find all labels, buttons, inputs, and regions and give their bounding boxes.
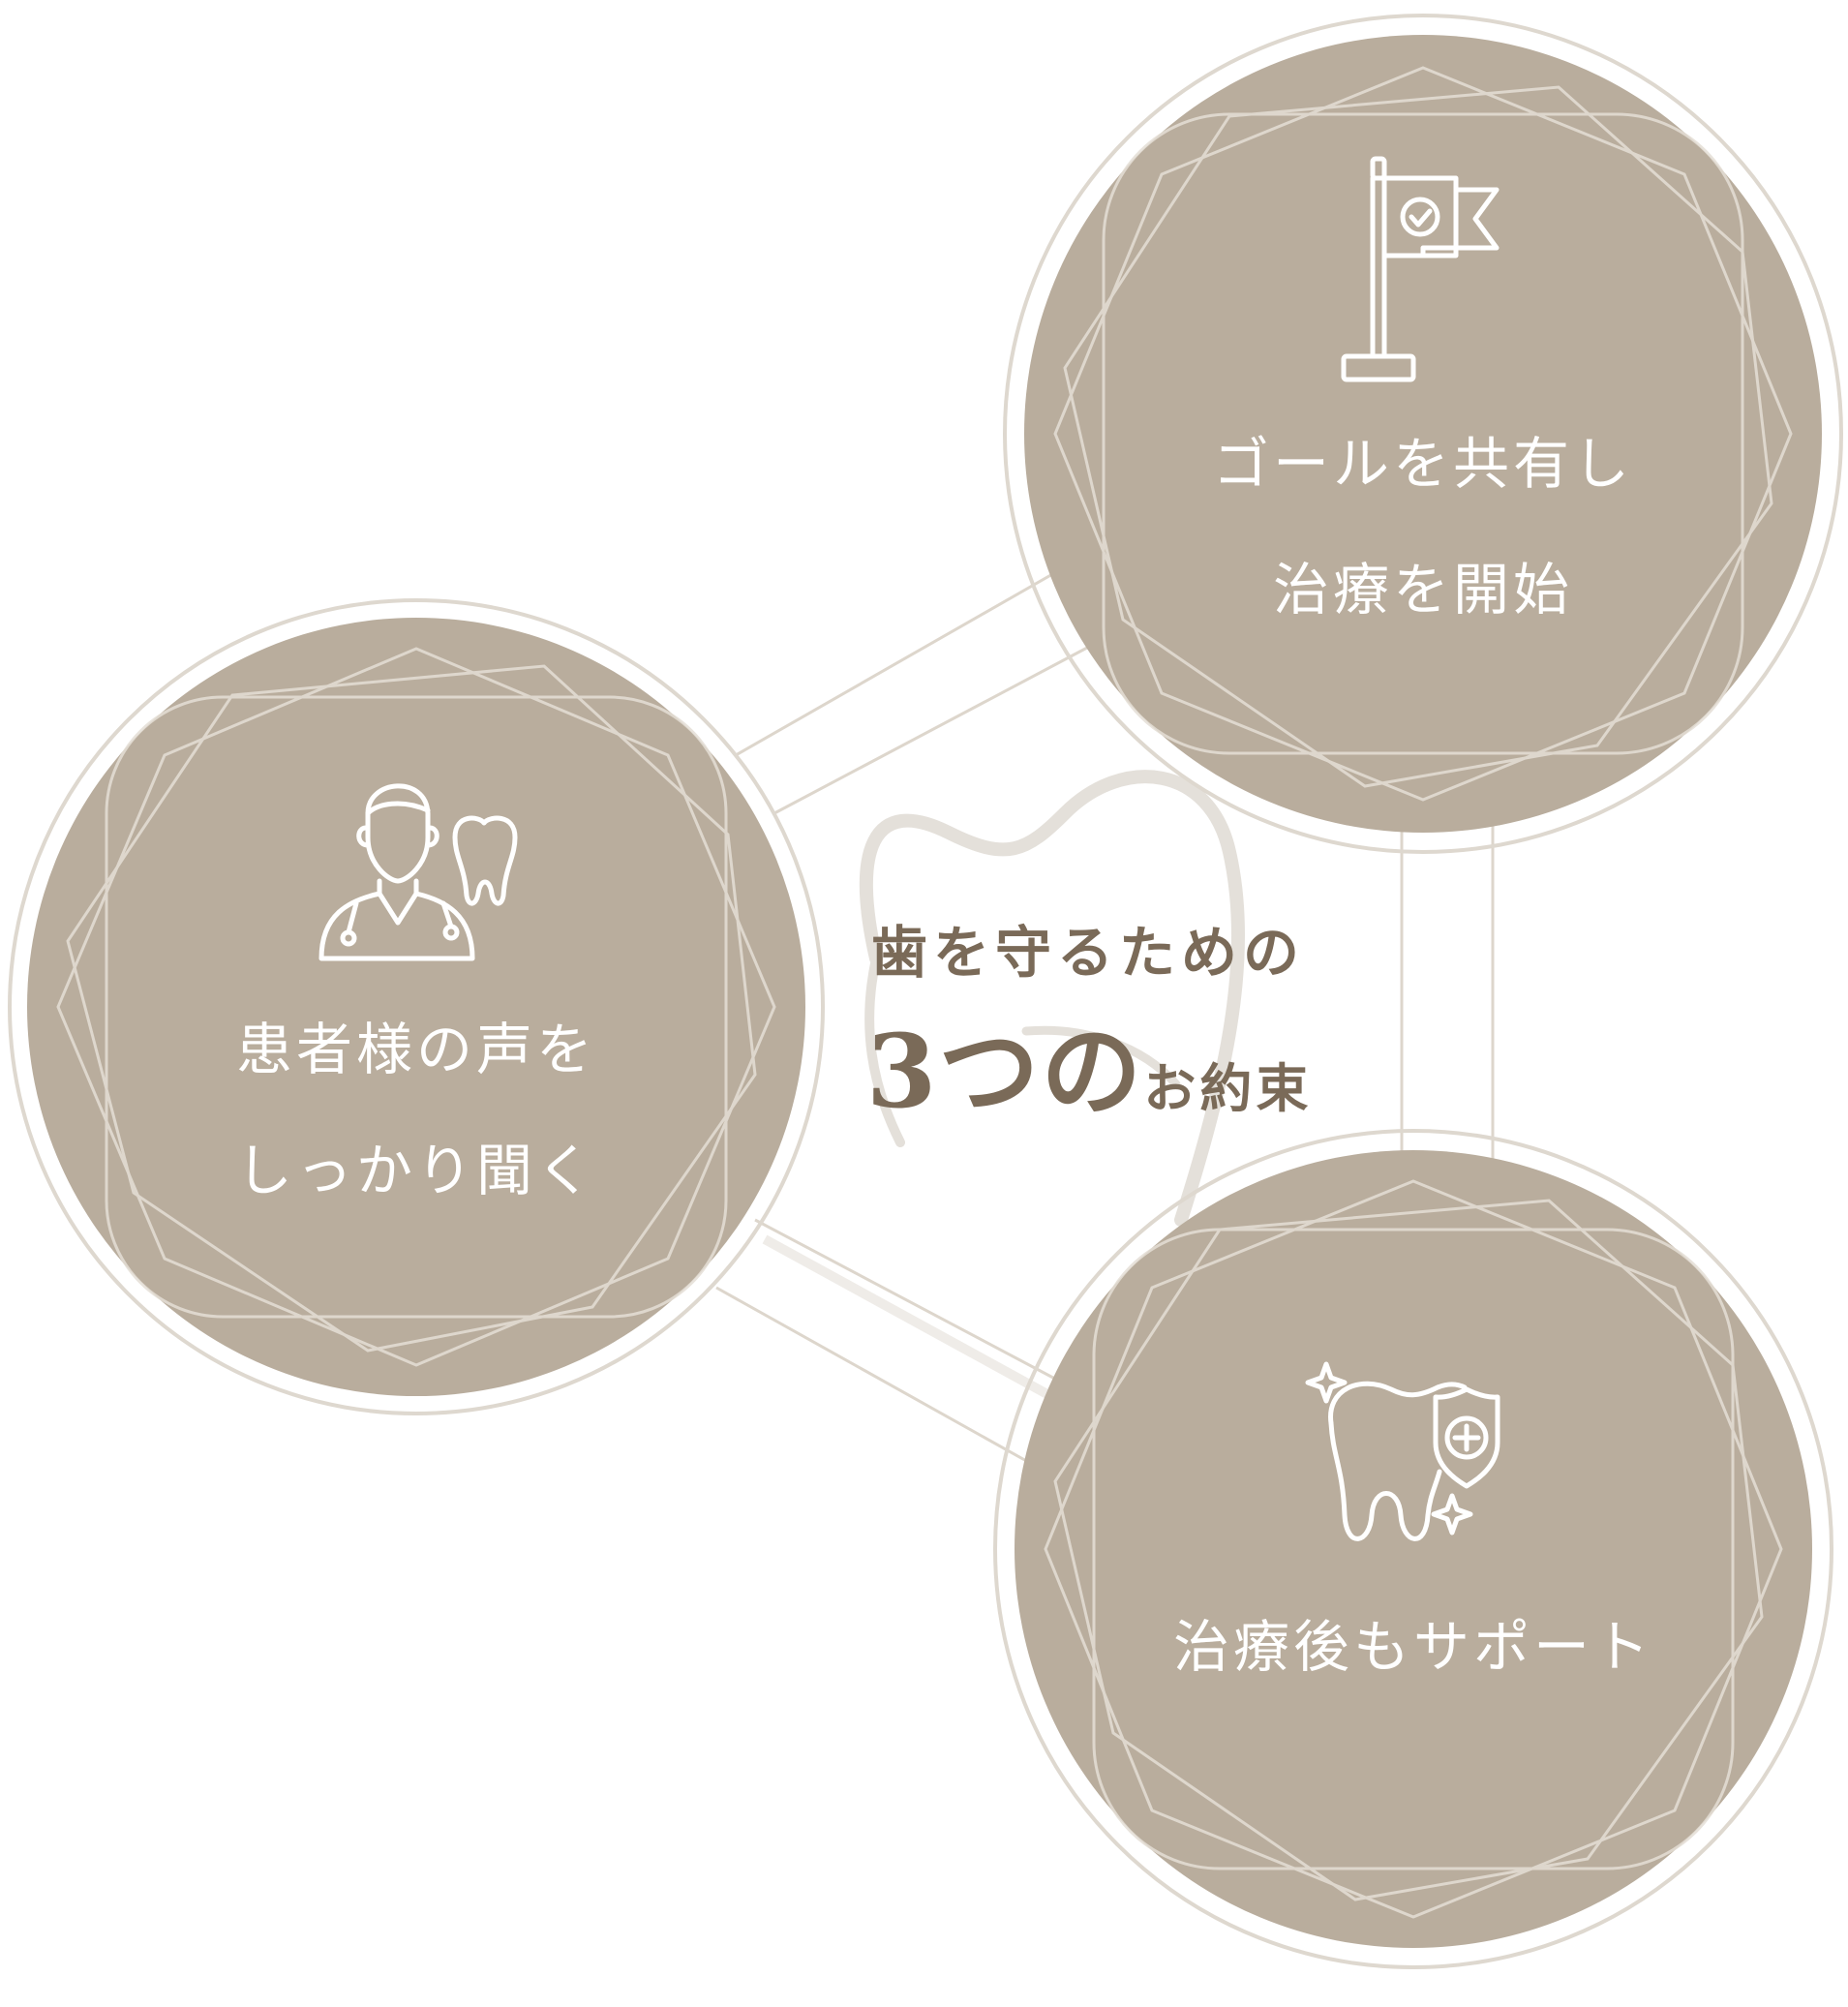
connector-lines [715,560,1495,1474]
tooth-outline [860,770,1246,1227]
node-circle-bottom-right [993,1129,1833,1969]
connector-line [715,1286,1046,1474]
node-label-top-right-line2: 治療を開始 [1272,557,1573,623]
node-label-left-line1: 患者様の声を [235,1017,596,1082]
center-title-small: お約束 [1143,1057,1313,1119]
node-circle-left [8,598,825,1415]
center-title-line2: 3つのお約束 [866,1021,1312,1122]
connector-shadow [762,1234,1068,1409]
node-label-bottom-right: 治療後もサポート [1172,1614,1653,1680]
center-title-big: 3つの [866,1012,1144,1131]
dentist-icon [310,760,532,963]
center-title-line1: 歯を守るための [871,920,1306,986]
node-label-top-right-line1: ゴールを共有し [1212,431,1633,497]
connector-line [754,1218,1085,1396]
node-circle-top-right [1003,14,1843,854]
node-label-left-line2: しっかり聞く [235,1138,596,1203]
connector-line [735,560,1075,757]
goal-flag-icon [1334,155,1508,387]
connector-line [773,637,1105,815]
tooth-protection-icon [1302,1351,1534,1564]
